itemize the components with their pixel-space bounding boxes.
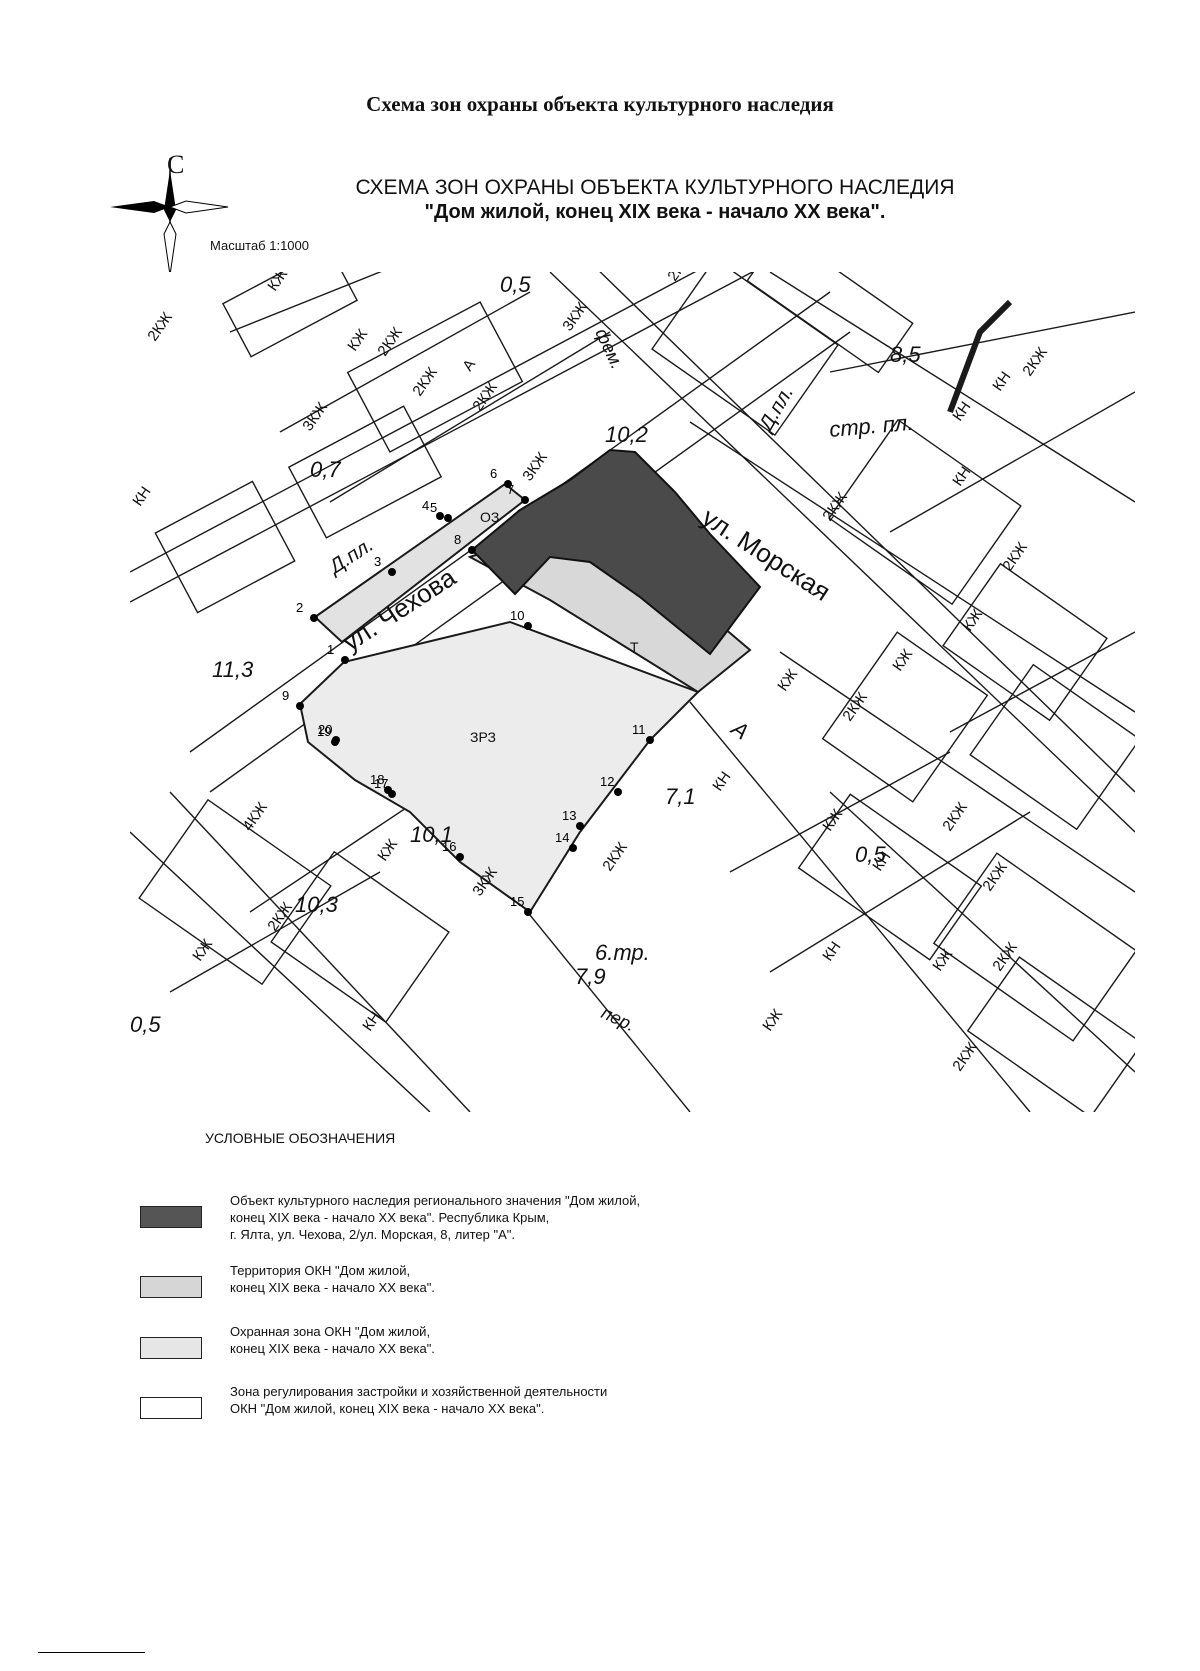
zone-point-number: 8 — [454, 532, 461, 547]
legend-text-protection-zone: Охранная зона ОКН "Дом жилой, конец XIX … — [230, 1324, 435, 1356]
elevation-label: 10,2 — [605, 422, 648, 447]
elevation-label: 0,5 — [855, 842, 886, 867]
north-label: С — [167, 150, 185, 179]
zone-point-marker — [569, 844, 577, 852]
zone-point-marker — [468, 546, 476, 554]
zone-point-marker — [521, 496, 529, 504]
legend-swatch-protection-zone — [140, 1337, 202, 1359]
zone-point-number: 1 — [327, 642, 334, 657]
zone-point-number: 20 — [318, 722, 332, 737]
zone-point-number: 16 — [442, 839, 456, 854]
zone-point-marker — [384, 786, 392, 794]
zone-point-number: 14 — [555, 830, 569, 845]
regulation-zone-area — [298, 620, 700, 914]
elevation-label: 7,9 — [575, 964, 606, 989]
zone-point-number: 2 — [296, 600, 303, 615]
legend-text-territory: Территория ОКН "Дом жилой, конец XIX век… — [230, 1263, 435, 1295]
legend-text-regulation-zone: Зона регулирования застройки и хозяйстве… — [230, 1384, 608, 1416]
zone-point-number: 5 — [430, 500, 437, 515]
zone-label: Т — [630, 639, 639, 655]
zone-point-marker — [646, 736, 654, 744]
document-title: Схема зон охраны объекта культурного нас… — [366, 92, 834, 116]
legend-title: УСЛОВНЫЕ ОБОЗНАЧЕНИЯ — [205, 1130, 396, 1146]
zone-point-marker — [524, 908, 532, 916]
zone-point-marker — [388, 568, 396, 576]
elevation-label: 7,1 — [665, 784, 696, 809]
legend-swatch-heritage-object — [140, 1206, 202, 1228]
scheme-title-line2: "Дом жилой, конец XIX века - начало XX в… — [424, 201, 886, 223]
zone-point-marker — [310, 614, 318, 622]
zone-point-marker — [436, 512, 444, 520]
zone-point-marker — [456, 853, 464, 861]
scale-label: Масштаб 1:1000 — [210, 238, 309, 253]
zone-point-number: 11 — [632, 722, 646, 737]
zone-point-marker — [341, 656, 349, 664]
elevation-label: 0,7 — [310, 457, 341, 482]
zone-point-number: 15 — [510, 894, 524, 909]
zone-label: ЗРЗ — [470, 729, 496, 745]
zone-point-number: 13 — [562, 808, 576, 823]
footer-rule — [38, 1652, 145, 1653]
zone-point-number: 10 — [510, 608, 524, 623]
elevation-label: 10,1 — [410, 822, 453, 847]
zone-point-marker — [524, 622, 532, 630]
zone-point-number: 9 — [282, 688, 289, 703]
zone-point-number: 4 — [422, 498, 429, 513]
zone-point-number: 6 — [490, 466, 497, 481]
compass-rose-icon — [110, 158, 229, 280]
zone-point-number: 7 — [507, 482, 514, 497]
elevation-label: 11,3 — [212, 657, 254, 682]
zone-point-marker — [504, 480, 512, 488]
legend-text-heritage-object: Объект культурного наследия региональног… — [230, 1193, 641, 1242]
zone-point-marker — [332, 736, 340, 744]
zone-point-number: 3 — [374, 554, 381, 569]
zone-point-number: 17 — [374, 776, 388, 791]
zone-point-number: 19 — [317, 724, 331, 739]
zone-point-number: 12 — [600, 774, 614, 789]
legend-swatch-regulation-zone — [140, 1397, 202, 1419]
zone-point-marker — [444, 514, 452, 522]
scheme-title-line1: СХЕМА ЗОН ОХРАНЫ ОБЪЕКТА КУЛЬТУРНОГО НАС… — [355, 176, 955, 199]
scheme-title: СХЕМА ЗОН ОХРАНЫ ОБЪЕКТА КУЛЬТУРНОГО НАС… — [240, 176, 1070, 224]
heritage-object-area — [470, 448, 762, 656]
zone-point-marker — [576, 822, 584, 830]
zone-point-marker — [296, 702, 304, 710]
zone-point-number: 18 — [370, 772, 384, 787]
elevation-label: 8,5 — [890, 342, 921, 367]
elevation-label: 0,5 — [130, 1012, 161, 1037]
elevation-label: 6.тр. — [595, 940, 650, 965]
zone-point-marker — [614, 788, 622, 796]
legend-swatch-territory — [140, 1276, 202, 1298]
elevation-label: 0,5 — [500, 272, 531, 297]
zone-label: ОЗ — [480, 509, 499, 525]
elevation-label: 10,3 — [295, 892, 339, 917]
